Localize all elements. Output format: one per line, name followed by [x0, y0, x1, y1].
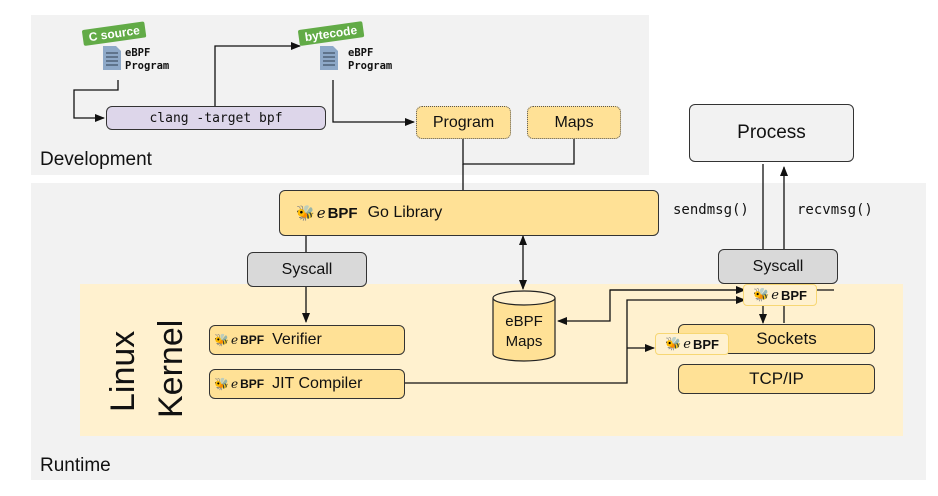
tcpip-box: TCP/IP [678, 364, 875, 394]
line-program-maps-join [462, 139, 575, 165]
recvmsg-label: recvmsg() [797, 202, 873, 218]
jit-compiler-label: JIT Compiler [272, 375, 363, 392]
maps-store-line1: eBPF [505, 313, 543, 330]
source-document-icon [103, 46, 121, 70]
source-doc-line2: Program [125, 60, 170, 72]
arrow-source-to-clang [73, 80, 119, 122]
bee-icon: 🐝 [665, 336, 682, 351]
kernel-label: Kernel [152, 319, 190, 418]
bee-icon: 🐝 [296, 205, 315, 222]
maps-store-line2: Maps [505, 333, 543, 350]
linux-kernel-region [80, 284, 903, 436]
syscall-right-box: Syscall [718, 249, 838, 284]
development-panel [31, 15, 649, 175]
arrow-bytecode-to-program [332, 80, 415, 126]
bytecode-doc-line1: eBPF [348, 47, 374, 59]
program-object-box: Program [416, 106, 511, 139]
ebpf-maps-store: eBPF Maps [492, 290, 556, 362]
arrow-clang-to-bytecode [214, 42, 301, 106]
verifier-label: Verifier [272, 331, 322, 348]
bytecode-document-icon [320, 46, 338, 70]
bytecode-doc-label: eBPF Program [348, 47, 392, 73]
bee-icon: 🐝 [753, 287, 770, 302]
linux-label: Linux [104, 330, 142, 412]
development-label: Development [40, 149, 152, 170]
bee-icon: 🐝 [214, 377, 229, 391]
process-box: Process [689, 104, 854, 162]
cylinder-icon [492, 290, 556, 362]
sendmsg-label: sendmsg() [673, 202, 749, 218]
arrow-jit-to-hook [405, 296, 746, 384]
clang-compiler-box: clang -target bpf [106, 106, 326, 130]
source-doc-line1: eBPF [125, 47, 151, 59]
maps-object-box: Maps [527, 106, 621, 139]
syscall-left-box: Syscall [247, 252, 367, 287]
go-library-label: Go Library [367, 204, 443, 221]
bee-icon: 🐝 [214, 333, 229, 347]
source-doc-label: eBPF Program [125, 47, 169, 73]
runtime-label: Runtime [40, 455, 111, 476]
bytecode-doc-line2: Program [348, 60, 393, 72]
